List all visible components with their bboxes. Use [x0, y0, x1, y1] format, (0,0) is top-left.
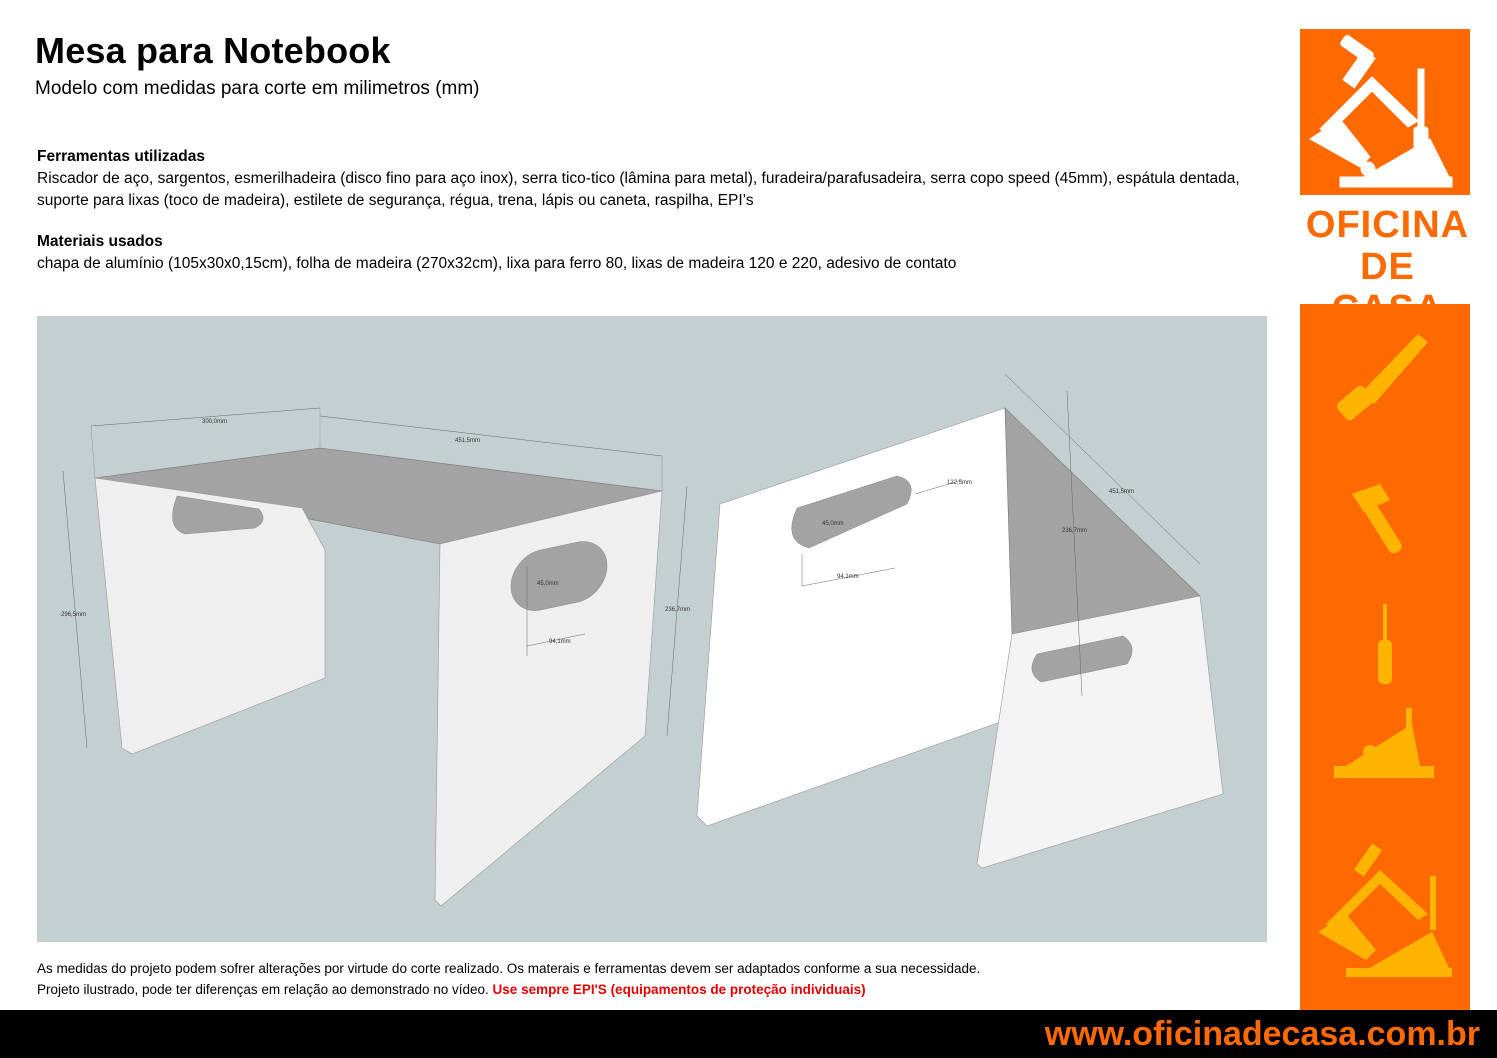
right-desk-top: [1004, 407, 1201, 635]
epi-warning: Use sempre EPI'S (equipamentos de proteç…: [492, 982, 866, 997]
left-view: 300,0mm 451,5mm 296,5mm 236,7mm 45,0mm 9…: [61, 407, 690, 907]
right-desk-left-handle: [791, 475, 912, 549]
left-desk-right-handle: [510, 541, 608, 611]
right-dim-hole-width: 94,1mm: [837, 574, 859, 580]
left-dim-width: 300,0mm: [202, 419, 227, 425]
saw-icon: [1336, 334, 1428, 421]
right-dim-radius: 122,5mm: [947, 480, 972, 486]
hammer-icon: [1352, 484, 1402, 554]
tools-heading: Ferramentas utilizadas: [37, 148, 205, 165]
right-desk-back-panel: [976, 595, 1224, 869]
left-dim-height-left: 296,5mm: [61, 612, 86, 618]
brand-line1: OFICINA: [1305, 204, 1470, 246]
screwdriver-icon: [1378, 604, 1392, 684]
diagram-drawing: 300,0mm 451,5mm 296,5mm 236,7mm 45,0mm 9…: [61, 373, 1224, 907]
left-desk-left-handle: [172, 495, 264, 535]
left-dim-depth: 451,5mm: [455, 438, 480, 444]
materials-heading: Materiais usados: [37, 233, 163, 250]
tools-text: Riscador de aço, sargentos, esmerilhadei…: [37, 170, 1240, 209]
tools-house-icon: [1309, 35, 1453, 188]
left-desk-left-panel: [94, 477, 326, 755]
notes: As medidas do projeto podem sofrer alter…: [37, 958, 1277, 1000]
plane-icon: [1334, 708, 1434, 778]
tool-icons-strip: [1300, 304, 1470, 1010]
right-dim-hole-height: 45,0mm: [822, 521, 844, 527]
page-subtitle: Modelo com medidas para corte em milimet…: [35, 78, 480, 99]
left-dim-hole-width: 94,1mm: [549, 639, 571, 645]
materials-section: Materiais usados chapa de alumínio (105x…: [37, 231, 1277, 275]
notes-line2: Projeto ilustrado, pode ter diferenças e…: [37, 982, 489, 997]
right-dim-depth: 451,5mm: [1109, 489, 1134, 495]
right-desk-left-panel: [696, 407, 1018, 827]
tools-section: Ferramentas utilizadas Riscador de aço, …: [37, 146, 1277, 212]
project-diagram: 300,0mm 451,5mm 296,5mm 236,7mm 45,0mm 9…: [37, 316, 1267, 942]
page-title: Mesa para Notebook: [35, 30, 391, 71]
left-dim-height-right: 236,7mm: [665, 607, 690, 613]
materials-text: chapa de alumínio (105x30x0,15cm), folha…: [37, 255, 957, 272]
right-view: 122,5mm 45,0mm 94,1mm 451,5mm 236,7mm: [696, 373, 1224, 869]
notes-line1: As medidas do projeto podem sofrer alter…: [37, 961, 981, 976]
brand-logo: [1300, 29, 1470, 195]
left-desk-right-panel: [434, 490, 663, 907]
right-dim-height: 236,7mm: [1062, 528, 1087, 534]
left-dim-hole-height: 45,0mm: [537, 581, 559, 587]
tool-icons: [1318, 334, 1452, 977]
footer-bar: www.oficinadecasa.com.br: [0, 1010, 1497, 1058]
notes-line2-wrapper: Projeto ilustrado, pode ter diferenças e…: [37, 979, 1277, 1000]
tools-house-small-icon: [1318, 843, 1452, 977]
right-desk-back-handle: [1031, 635, 1133, 683]
website-link[interactable]: www.oficinadecasa.com.br: [1044, 1015, 1480, 1053]
